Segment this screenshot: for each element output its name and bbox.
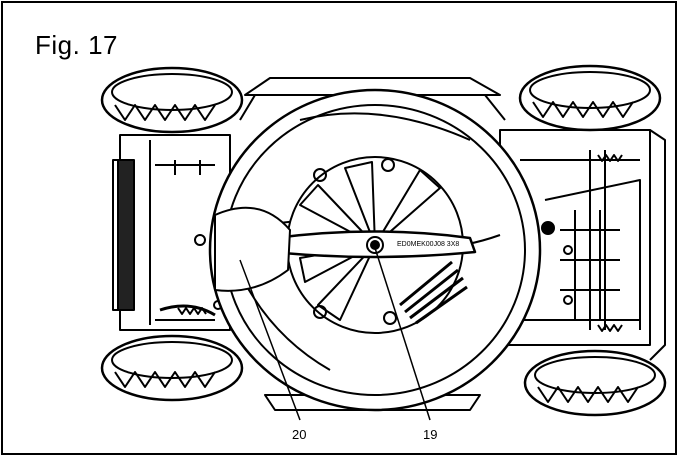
wheel-rear-left [100, 66, 244, 134]
blade-marking: ED0MEK00J08 3X8 [397, 241, 459, 248]
left-chassis [112, 134, 231, 331]
blade [270, 230, 477, 259]
callout-20: 20 [292, 427, 307, 442]
rear-handle [244, 77, 501, 96]
figure-title: Fig. 17 [35, 30, 118, 60]
leader-line-20 [239, 259, 301, 421]
callout-19: 19 [423, 427, 438, 442]
wheel-front-left [100, 334, 244, 402]
grass-deflector [214, 206, 291, 292]
vent-slots [399, 260, 468, 325]
wheel-rear-right [518, 64, 662, 132]
wheel-front-right [523, 349, 667, 417]
leader-line-19 [374, 247, 431, 421]
